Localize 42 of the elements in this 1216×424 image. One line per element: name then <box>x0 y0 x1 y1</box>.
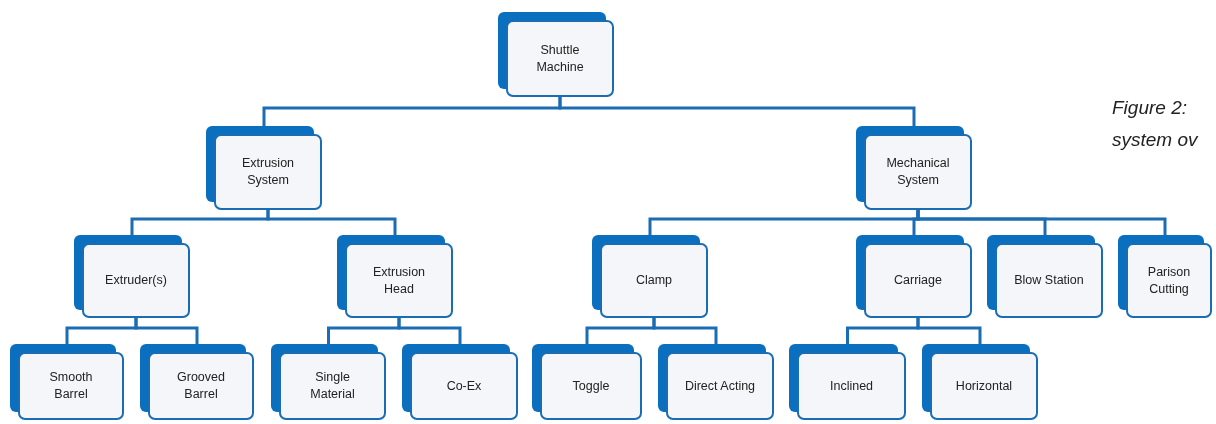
connector-line <box>397 318 462 344</box>
node-label: Blow Station <box>1014 272 1084 289</box>
node-label: Co-Ex <box>446 377 482 395</box>
process-card <box>402 344 518 420</box>
process-card <box>856 235 972 318</box>
process-card <box>337 235 453 318</box>
node-label: Mechanical System <box>885 155 951 189</box>
node-label: Inclined <box>829 377 874 395</box>
node-label: Shuttle Machine <box>535 41 585 76</box>
node-label: Carriage <box>894 272 942 289</box>
node-label: Extrusion System <box>240 155 296 189</box>
process-card <box>922 344 1038 420</box>
process-card <box>532 344 642 420</box>
connector-line <box>652 318 718 344</box>
connector-line <box>134 318 199 344</box>
connector-line <box>266 210 397 235</box>
connector-line <box>558 97 916 126</box>
node-label: Grooved Barrel <box>176 369 226 403</box>
node-label: Extruder(s) <box>105 272 167 289</box>
node-label: Smooth Barrel <box>48 369 94 403</box>
process-card <box>987 235 1103 318</box>
node-label: Toggle <box>572 377 610 395</box>
process-card <box>856 126 972 210</box>
node-label: Horizontal <box>955 377 1013 395</box>
process-card <box>206 126 322 210</box>
process-card <box>74 235 190 318</box>
connector-line <box>916 210 1167 235</box>
node-label: Single Material <box>309 369 356 403</box>
process-card <box>658 344 774 420</box>
figure-caption: Figure 2: system ov <box>1112 96 1199 153</box>
process-card <box>140 344 254 420</box>
process-card <box>592 235 708 318</box>
process-card <box>498 12 614 97</box>
node-label: Parison Cutting <box>1146 263 1192 298</box>
node-label: Direct Acting <box>684 377 756 395</box>
process-card <box>1118 235 1212 318</box>
node-label: Extrusion Head <box>371 263 427 298</box>
connector-line <box>916 318 982 344</box>
process-card <box>10 344 124 420</box>
process-card <box>271 344 386 420</box>
process-card <box>789 344 906 420</box>
node-label: Clamp <box>635 272 673 289</box>
